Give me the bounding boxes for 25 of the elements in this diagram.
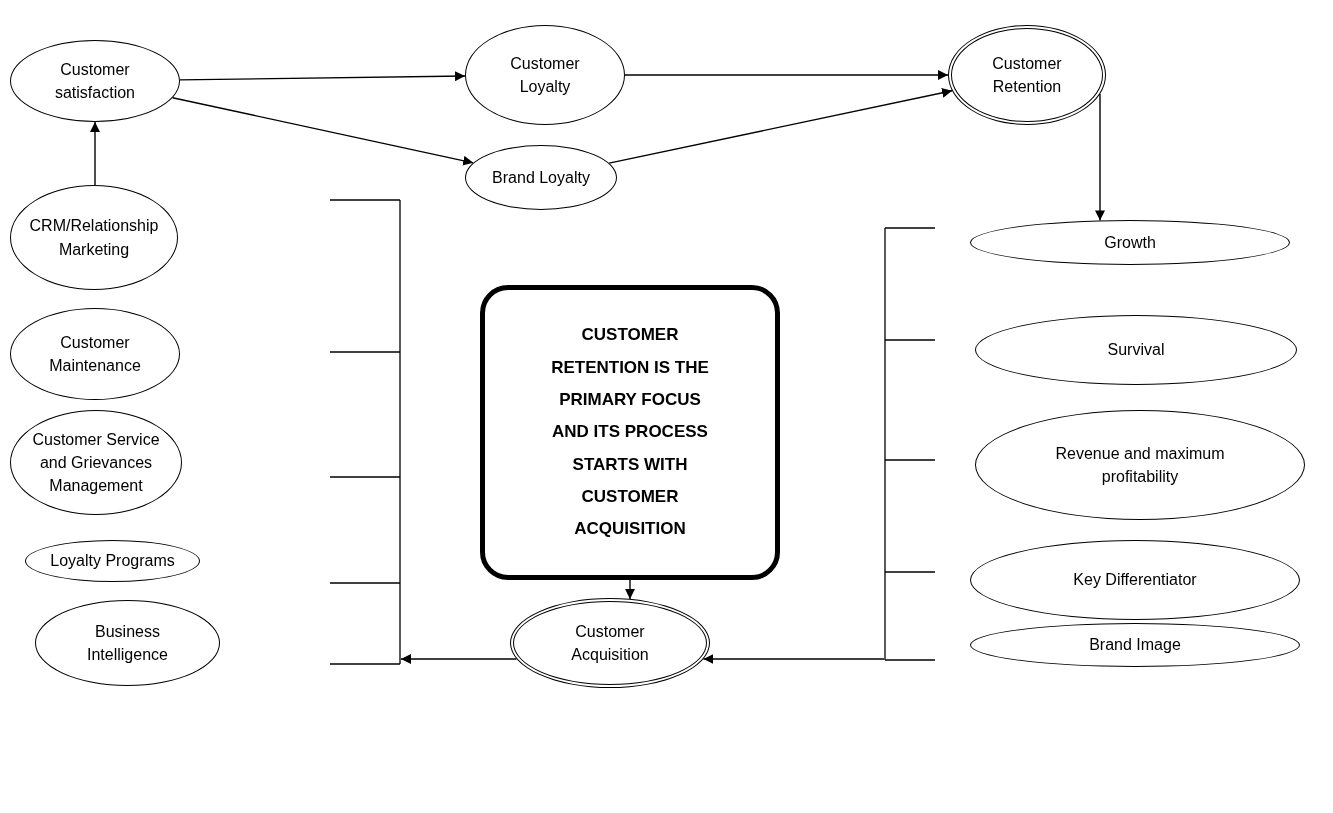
node-label: Customer satisfaction [53,59,136,103]
arrow [90,121,100,186]
arrow [625,579,635,600]
node-label: Customer Loyalty [509,53,581,97]
node-label: Customer Maintenance [48,332,142,376]
node-label: Revenue and maximum profitability [1054,443,1226,487]
node-label: Customer Retention [991,53,1063,97]
node-label: Survival [1106,340,1166,361]
arrow [608,88,953,164]
bracket [330,199,401,665]
rounded-box [480,285,780,580]
node-label: CRM/Relationship Marketing [28,216,160,260]
node-label: Growth [1103,232,1157,253]
node-label: Brand Image [1088,635,1182,656]
node-label: Loyalty Programs [49,551,176,572]
node-label: Customer Service and Grievances Management [31,429,161,497]
node-label: Business Intelligence [86,621,169,665]
bracket [884,227,935,661]
arrow [171,97,474,166]
node-label: CUSTOMER RETENTION IS THE PRIMARY FOCUS AND ITS PROCESS STARTS WITH CUSTOMER ACQUISITION [550,324,710,541]
arrow [624,70,949,80]
node-label: Customer Acquisition [570,621,650,665]
node-label: Key Differentiator [1072,570,1198,591]
node-label: Brand Loyalty [491,167,591,188]
arrow [179,71,466,82]
